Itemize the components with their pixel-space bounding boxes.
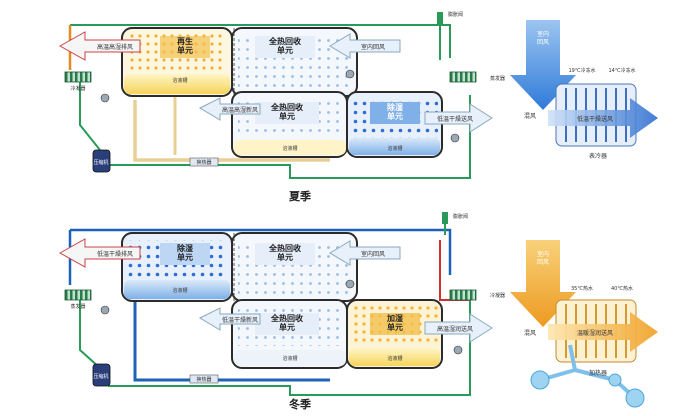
winter-tank-left-label: 溶液槽: [282, 355, 297, 362]
pipe-green-left: [79, 80, 101, 151]
winter-fresh-label: 低温干燥新风: [222, 316, 258, 324]
winter-side-return: 室内回风: [537, 250, 549, 266]
summer-dehumid-label-bg: [370, 102, 420, 124]
winter-right-coil-label: 冷凝器: [490, 292, 505, 299]
summer-diagram: 再生单元 全热回收单元 全热回收单元 除湿单元 溶液槽 溶液槽 溶液槽 高温高湿…: [58, 11, 658, 203]
summer-side-arrow-right: [548, 98, 658, 138]
winter-fresh-arrow: [198, 307, 261, 331]
winter-supply-label: 高温湿润送风: [437, 325, 473, 333]
winter-exhaust-arrow: [58, 238, 141, 268]
summer-dehumid-label: 除湿单元: [387, 102, 403, 121]
winter-pump-1-icon: [100, 305, 110, 315]
summer-hr-upper-label-bg: [255, 36, 315, 58]
pipe-blue-loop-w: [133, 300, 330, 382]
summer-fresh-label: 高温高湿新风: [222, 106, 258, 114]
winter-tank-top-fill: [124, 280, 230, 299]
summer-exhaust-label: 高温高湿排风: [97, 43, 133, 51]
winter-hr-upper-label-bg: [255, 243, 315, 265]
winter-hr-lower-label: 全热回收单元: [270, 313, 303, 332]
winter-humid-label: 加湿单元: [386, 313, 403, 332]
winter-humid-label-bg: [370, 313, 420, 335]
winter-side-supply: 温暖湿润送风: [577, 329, 613, 337]
summer-exhaust-arrow: [58, 31, 141, 61]
summer-pump-3-icon: [450, 133, 460, 143]
summer-hx-label: 换热器: [196, 159, 211, 166]
summer-tank-right-label: 溶液槽: [387, 145, 402, 152]
winter-left-coil: [64, 289, 92, 301]
summer-side-cold-in: 19℃冷冻水: [569, 67, 596, 74]
winter-tank-right-label: 溶液槽: [387, 355, 402, 362]
winter-tank-left-fill: [234, 350, 346, 366]
winter-return-label: 室内回风: [361, 250, 385, 258]
winter-tank-top-label: 溶液槽: [172, 287, 187, 294]
winter-pump-3-icon: [453, 345, 463, 355]
winter-compressor-label: 压缩机: [93, 373, 108, 380]
summer-side-return: 室内回风: [537, 30, 549, 46]
winter-return-arrow: [329, 240, 401, 266]
summer-tank-top-fill: [124, 74, 230, 94]
winter-valve-icon: [442, 212, 448, 224]
pipe-green-left-w: [79, 300, 101, 369]
summer-condenser-coil: [64, 71, 92, 83]
winter-exhaust-label: 低温干燥排风: [97, 250, 133, 258]
winter-side-arrow-right: [548, 312, 658, 352]
pipe-blue-top: [70, 228, 452, 275]
winter-right-coil: [449, 289, 477, 301]
summer-regen-label: 再生单元: [177, 36, 193, 55]
summer-compressor-label: 压缩机: [93, 159, 108, 166]
summer-tank-left-fill: [234, 140, 346, 155]
winter-valve-label: 膨胀阀: [453, 213, 468, 220]
winter-season-label: 冬季: [289, 397, 312, 411]
winter-side-mix: 混风: [524, 329, 536, 337]
winter-hr-lower-label-bg: [255, 313, 319, 335]
summer-pump-2-icon: [345, 69, 355, 79]
summer-side-cold-out: 14℃冷冻水: [609, 67, 636, 74]
summer-hr-upper-label: 全热回收单元: [268, 36, 301, 55]
winter-heater-icon: [530, 344, 645, 408]
summer-valve-label: 膨胀阀: [448, 11, 463, 18]
winter-supply-arrow: [424, 313, 493, 343]
winter-left-coil-label: 蒸发器: [70, 303, 85, 310]
summer-condenser-label: 冷凝器: [70, 85, 85, 92]
winter-diagram: 除湿单元 全热回收单元 全热回收单元 加湿单元 溶液槽 溶液槽 溶液槽 低温干燥…: [58, 212, 658, 411]
winter-hx: [189, 374, 219, 384]
summer-valve-icon: [437, 12, 443, 24]
summer-side-supply: 低温干燥送风: [577, 115, 613, 123]
summer-tank-right-fill: [349, 138, 440, 155]
summer-hx: [189, 157, 219, 167]
winter-hr-upper-label: 全热回收单元: [268, 243, 301, 262]
summer-tank-left-label: 溶液槽: [282, 145, 297, 152]
summer-hr-lower-label: 全热回收单元: [270, 102, 303, 121]
summer-fresh-arrow: [198, 97, 261, 121]
summer-regen-label-bg: [160, 36, 210, 58]
summer-supply-label: 低温干燥送风: [437, 115, 473, 123]
summer-return-arrow: [329, 33, 401, 59]
summer-side-device-label: 表冷器: [589, 152, 607, 160]
summer-tank-top-label: 溶液槽: [172, 77, 187, 84]
winter-pump-2-icon: [345, 279, 355, 289]
summer-side-mix: 混风: [524, 112, 536, 120]
pipe-green-bottom: [108, 95, 471, 179]
pipe-green-top: [70, 24, 451, 58]
winter-dehumid-label-bg: [160, 243, 210, 265]
summer-supply-arrow: [424, 103, 493, 133]
summer-season-label: 夏季: [289, 189, 312, 203]
winter-side-hot-in: 35℃热水: [571, 285, 593, 292]
pipe-beige-loop: [133, 100, 330, 162]
winter-tank-right-fill: [349, 348, 440, 366]
winter-side-hot-out: 40℃热水: [611, 285, 633, 292]
summer-compressor: [92, 149, 111, 173]
winter-hx-label: 换热器: [196, 376, 211, 383]
summer-return-label: 室内回风: [361, 43, 385, 51]
winter-compressor: [92, 363, 111, 387]
summer-hr-lower-label-bg: [255, 102, 319, 124]
winter-dehumid-label: 除湿单元: [177, 243, 193, 262]
pipe-green-bottom-w: [108, 300, 471, 396]
summer-pump-1-icon: [100, 93, 110, 103]
winter-side-device-label: 加热器: [589, 369, 607, 377]
summer-evaporator-coil: [449, 71, 477, 83]
summer-evaporator-label: 蒸发器: [490, 75, 505, 82]
